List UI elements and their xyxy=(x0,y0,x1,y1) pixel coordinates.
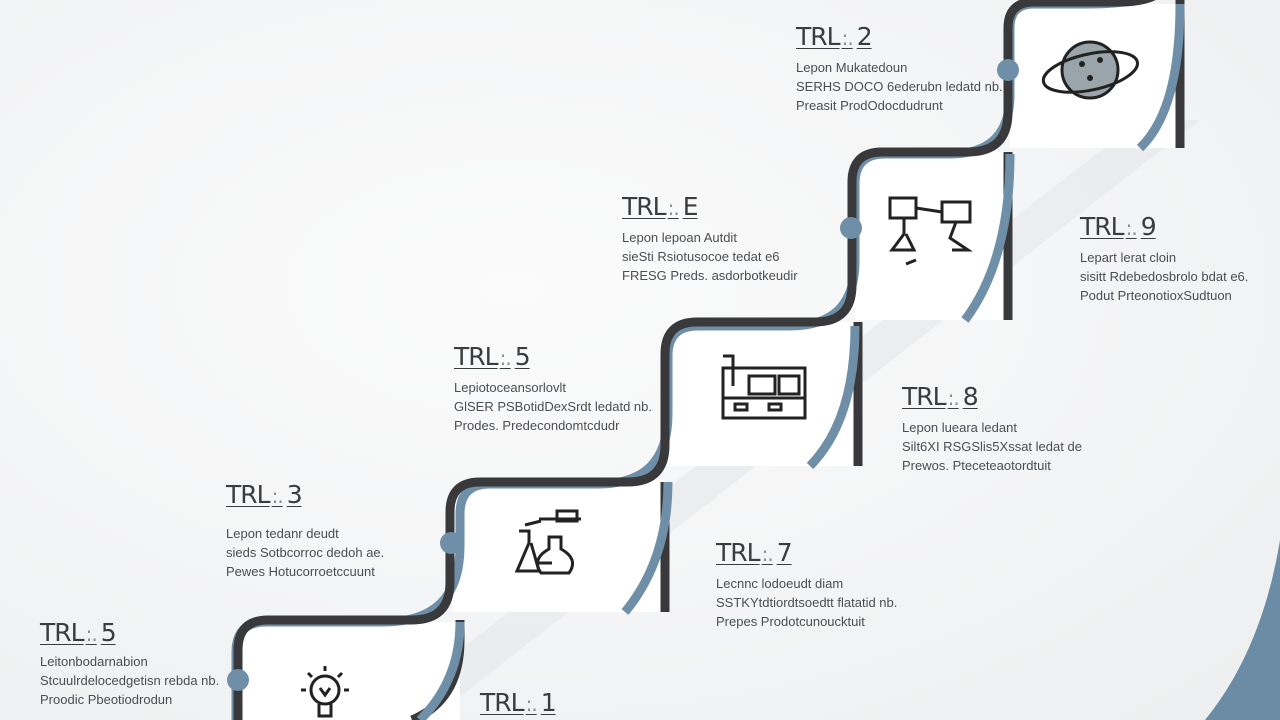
stage-line: Silt6XI RSGSlis5Xssat ledat de xyxy=(902,439,1082,454)
machine-icon xyxy=(721,354,807,420)
stage-line: Prewos. Pteceteaotordtuit xyxy=(902,458,1051,473)
stage-line: sisitt Rdebedosbrolo bdat e6. xyxy=(1080,269,1249,284)
stage-line: Lepon tedanr deudt xyxy=(226,526,339,541)
stage-line: GlSER PSBotidDexSrdt ledatd nb. xyxy=(454,399,652,414)
stage-label-trl-1: TRL:.1 xyxy=(480,688,557,719)
stage-line: Podut PrteonotioxSudtuon xyxy=(1080,288,1232,303)
stage-title: TRL:.3 xyxy=(226,480,303,509)
stage-line: Lepon Mukatedoun xyxy=(796,60,908,75)
stage-title: TRL:.1 xyxy=(480,688,557,717)
stage-line: SSTKYtdtiordtsoedtt flatatid nb. xyxy=(716,595,898,610)
lightbulb-icon xyxy=(301,666,349,718)
stage-label-trl-7: TRL:.7 Lecnnc lodoeudt diam SSTKYtdtiord… xyxy=(716,538,897,631)
stage-line: Preasit ProdOdocdudrunt xyxy=(796,98,943,113)
connection-dots xyxy=(227,59,1019,691)
stage-title: TRL:.7 xyxy=(716,538,793,567)
stage-line: Stcuulrdelocedgetisn rebda nb. xyxy=(40,673,220,688)
stage-line: Pewes Hotucorroetccuunt xyxy=(226,564,375,579)
stage-title: TRL:.5 xyxy=(40,618,117,647)
stage-line: Proodic Pbeotiodrodun xyxy=(40,692,173,707)
stage-title: TRL:.2 xyxy=(796,22,873,51)
stage-label-trl-9: TRL:.9 Lepart lerat cloin sisitt Rdebedo… xyxy=(1080,212,1248,305)
stage-line: FRESG Preds. asdorbotkeudir xyxy=(622,268,798,283)
stage-label-trl-e: TRL:.E Lepon lepoan Autdit sieSti Rsiotu… xyxy=(622,192,798,285)
robot-arm-icon xyxy=(888,196,973,266)
stage-label-trl-8: TRL:.8 Lepon lueara ledant Silt6XI RSGSl… xyxy=(902,382,1082,475)
stage-title: TRL:.E xyxy=(622,192,698,221)
stage-line: Prepes Prodotcunoucktuit xyxy=(716,614,865,629)
stage-label-trl-3: TRL:.3 Lepon tedanr deudt sieds Sotbcorr… xyxy=(226,480,384,581)
planet-icon xyxy=(1041,40,1140,100)
stage-line: Lepon lepoan Autdit xyxy=(622,230,737,245)
stage-title: TRL:.8 xyxy=(902,382,979,411)
dark-track xyxy=(233,0,1156,720)
stage-line: sieSti Rsiotusocoe tedat e6 xyxy=(622,249,780,264)
stage-line: Lepart lerat cloin xyxy=(1080,250,1177,265)
step-boxes xyxy=(236,4,1180,720)
stage-line: Leitonbodarnabion xyxy=(40,654,148,669)
lab-flask-icon xyxy=(514,509,581,575)
stage-line: Lepon lueara ledant xyxy=(902,420,1017,435)
stage-line: Lepiotoceansorlovlt xyxy=(454,380,567,395)
stage-label-trl-5-upper: TRL:.5 Lepiotoceansorlovlt GlSER PSBotid… xyxy=(454,342,652,435)
stage-line: Prodes. Predecondomtcdudr xyxy=(454,418,620,433)
stage-label-trl-2: TRL:.2 Lepon Mukatedoun SERHS DOCO 6eder… xyxy=(796,22,1003,115)
stage-line: sieds Sotbcorroc dedoh ae. xyxy=(226,545,385,560)
stage-label-trl-5-lower: TRL:.5 Leitonbodarnabion Stcuulrdelocedg… xyxy=(40,618,219,709)
corner-arc xyxy=(1205,540,1280,720)
stage-title: TRL:.5 xyxy=(454,342,531,371)
stage-line: Lecnnc lodoeudt diam xyxy=(716,576,844,591)
stage-title: TRL:.9 xyxy=(1080,212,1157,241)
stage-line: SERHS DOCO 6ederubn ledatd nb. xyxy=(796,79,1003,94)
